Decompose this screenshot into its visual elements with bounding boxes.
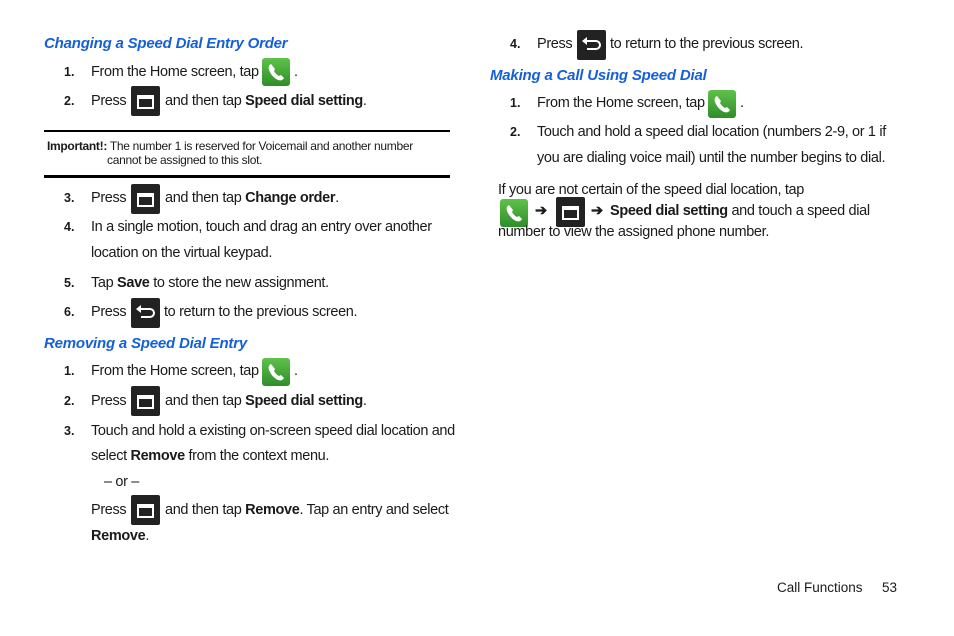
text: select [91, 448, 127, 464]
footer-section: Call Functions [777, 580, 863, 595]
menu-key-icon [131, 184, 160, 214]
or-separator: – or – [104, 474, 139, 490]
bold-term: Speed dial setting [610, 203, 728, 219]
step-number: 1. [64, 364, 75, 378]
bold-term: Remove [245, 502, 300, 518]
text: . [294, 64, 298, 80]
step-text: select Remove from the context menu. [91, 447, 329, 465]
divider [44, 130, 450, 132]
text: Press [91, 190, 127, 206]
arrow: ➔ [535, 203, 547, 219]
text: cannot be assigned to this slot. [107, 153, 263, 167]
text: and then tap [165, 93, 242, 109]
step-text: Tap Save to store the new assignment. [91, 274, 329, 292]
phone-icon [262, 358, 290, 386]
text: . [740, 95, 744, 111]
text: From the Home screen, tap [537, 95, 705, 111]
step-number: 2. [64, 394, 75, 408]
text: and then tap [165, 393, 242, 409]
page-number: 53 [882, 580, 898, 595]
phone-icon [708, 90, 736, 118]
text: Press [537, 36, 573, 52]
text: . [335, 190, 339, 206]
step-text: and then tap Change order. [165, 189, 339, 207]
back-key-icon [577, 30, 606, 60]
step-number: 1. [510, 96, 521, 110]
arrow: ➔ [591, 203, 603, 219]
text: From the Home screen, tap [91, 363, 259, 379]
step-number: 2. [510, 125, 521, 139]
text: The number 1 is reserved for Voicemail a… [109, 139, 413, 153]
bold-term: Save [117, 275, 150, 291]
step-number: 4. [510, 37, 521, 51]
text: you are dialing voice mail) until the nu… [537, 150, 886, 166]
back-key-icon [131, 298, 160, 328]
section-heading: Making a Call Using Speed Dial [490, 67, 707, 84]
text: If you are not certain of the speed dial… [498, 182, 804, 198]
text: . [362, 393, 367, 409]
text: . [145, 528, 150, 544]
text: Press [91, 502, 127, 518]
text: Tap [91, 275, 114, 291]
step-text: From the Home screen, tap [91, 63, 259, 81]
text: and then tap [165, 502, 242, 518]
text: from the context menu. [188, 448, 330, 464]
step-number: 1. [64, 65, 75, 79]
text: Press [91, 393, 127, 409]
step-number: 4. [64, 220, 75, 234]
text: . Tap an entry and select [299, 502, 449, 518]
step-number: 3. [64, 191, 75, 205]
text: From the Home screen, tap [91, 64, 259, 80]
bold-term: Speed dial setting [245, 393, 363, 409]
step-text: Remove. [91, 527, 149, 545]
text: and then tap [165, 190, 242, 206]
step-number: 6. [64, 305, 75, 319]
step-text: and then tap Remove. Tap an entry and se… [165, 501, 449, 519]
text: Touch and hold a existing on-screen spee… [91, 423, 455, 439]
step-text: Speed dial setting and touch a speed dia… [610, 202, 870, 220]
bold-term: Speed dial setting [245, 93, 363, 109]
menu-key-icon [131, 495, 160, 525]
text: In a single motion, touch and drag an en… [91, 219, 432, 235]
text: location on the virtual keypad. [91, 245, 272, 261]
menu-key-icon [131, 86, 160, 116]
important-note: Important!: The number 1 is reserved for… [47, 139, 413, 153]
menu-key-icon [556, 197, 585, 227]
divider [44, 175, 450, 178]
bold-term: Remove [130, 448, 185, 464]
bold-term: Remove [91, 528, 146, 544]
step-number: 2. [64, 94, 75, 108]
text: Press [91, 93, 127, 109]
text: and touch a speed dial [731, 203, 870, 219]
step-text: and then tap Speed dial setting. [165, 92, 367, 110]
step-number: 3. [64, 424, 75, 438]
text: . [294, 363, 298, 379]
phone-icon [500, 199, 528, 227]
step-text: and then tap Speed dial setting. [165, 392, 367, 410]
step-number: 5. [64, 276, 75, 290]
text: Press [91, 304, 127, 320]
menu-key-icon [131, 386, 160, 416]
text: to return to the previous screen. [610, 36, 804, 52]
bold-term: Change order [245, 190, 336, 206]
text: to return to the previous screen. [164, 304, 358, 320]
text: number to view the assigned phone number… [498, 224, 769, 240]
text: to store the new assignment. [153, 275, 329, 291]
note-label: Important!: [47, 139, 108, 153]
section-heading: Changing a Speed Dial Entry Order [44, 35, 288, 52]
text: Touch and hold a speed dial location (nu… [537, 124, 886, 140]
section-heading: Removing a Speed Dial Entry [44, 335, 247, 352]
phone-icon [262, 58, 290, 86]
text: . [362, 93, 367, 109]
